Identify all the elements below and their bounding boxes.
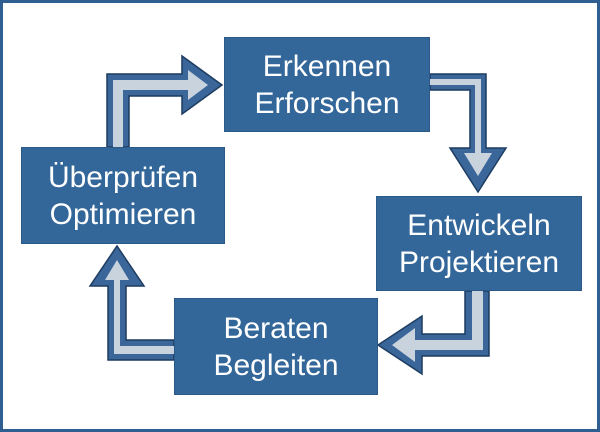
arrow-right-to-bottom xyxy=(376,290,490,376)
step-label-line1: Beraten xyxy=(223,311,329,345)
step-label-line2: Optimieren xyxy=(49,197,197,231)
step-label-line2: Erforschen xyxy=(254,86,400,120)
arrow-top-to-right xyxy=(429,73,508,194)
step-label-line2: Projektieren xyxy=(398,245,560,279)
step-label-line1: Erkennen xyxy=(262,49,392,83)
step-label-line2: Begleiten xyxy=(213,348,339,382)
step-label-line1: Überprüfen xyxy=(47,160,199,194)
step-box-beraten: Beraten Begleiten xyxy=(174,298,378,395)
step-box-erkennen: Erkennen Erforschen xyxy=(224,37,430,132)
step-box-ueberpruefen: Überprüfen Optimieren xyxy=(21,147,225,244)
arrow-left-to-top xyxy=(106,54,224,148)
step-box-entwickeln: Entwickeln Projektieren xyxy=(376,196,582,291)
step-label-line1: Entwickeln xyxy=(407,208,551,242)
arrow-bottom-to-left xyxy=(88,244,175,361)
